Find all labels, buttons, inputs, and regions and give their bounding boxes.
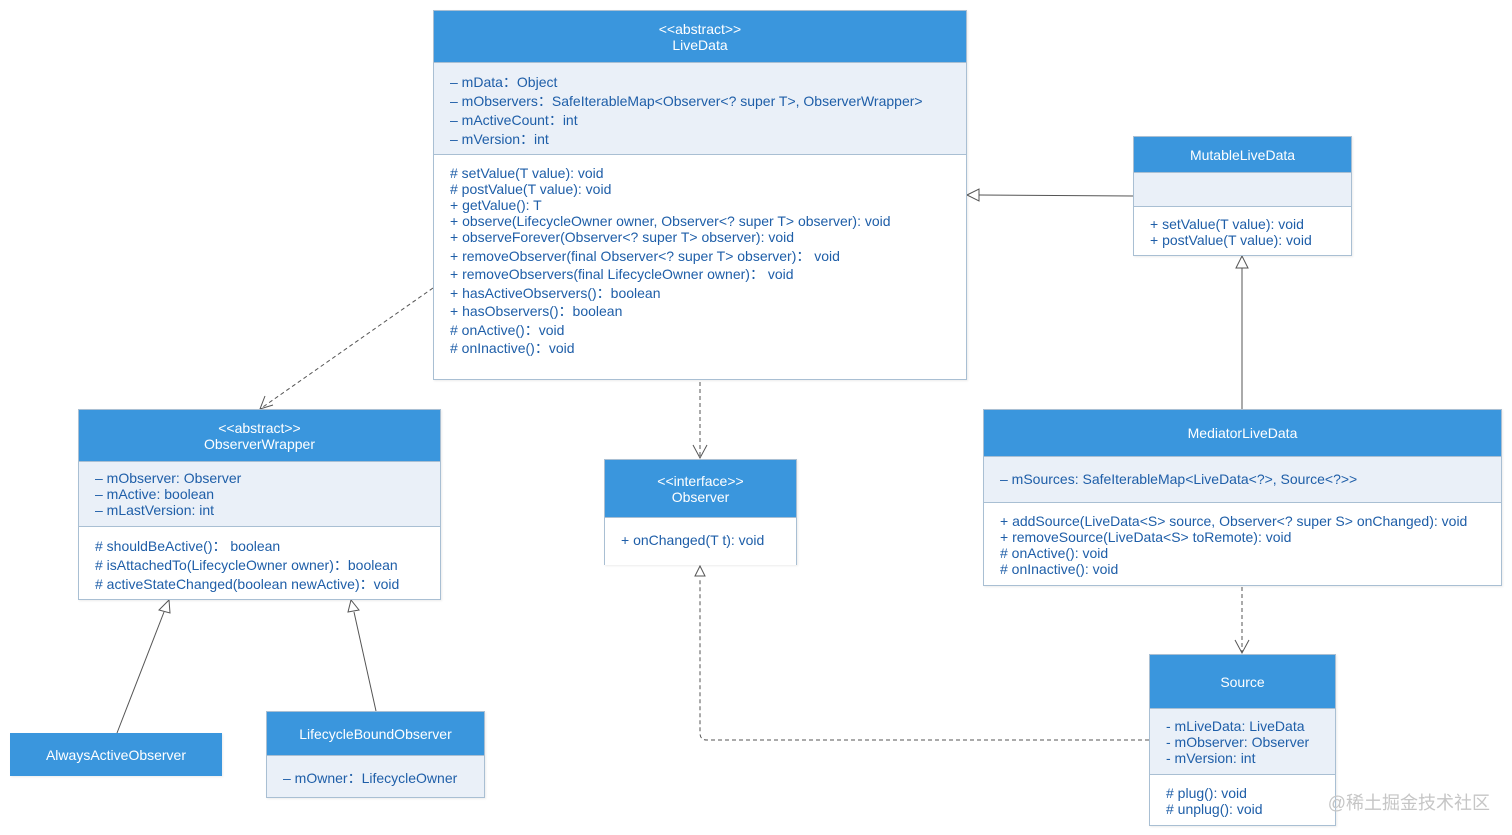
class-name: ObserverWrapper (203, 435, 315, 452)
class-name: MediatorLiveData (1187, 425, 1298, 441)
class-name: LifecycleBoundObserver (299, 725, 452, 742)
attribute: – mActive: boolean (95, 486, 215, 502)
edge-livedata-to-wrapper (259, 287, 434, 410)
class-mediatorlivedata[interactable]: MediatorLiveData – mSources: SafeIterabl… (983, 409, 1502, 586)
class-header: Source (1150, 655, 1335, 708)
operation: # onInactive()：void (450, 340, 575, 356)
class-stereotype: <<interface>> (657, 472, 744, 489)
watermark: @稀土掘金技术社区 (1327, 793, 1490, 813)
class-header: AlwaysActiveObserver (11, 734, 221, 775)
edge-mutable-extends-livedata (965, 188, 1134, 202)
operation: # shouldBeActive()： boolean (95, 538, 281, 554)
class-alwaysactiveobserver[interactable]: AlwaysActiveObserver (10, 733, 222, 776)
edge-mediator-to-source (1234, 587, 1250, 655)
operations-compartment: + setValue(T value): void + postValue(T … (1134, 206, 1351, 255)
class-header: MediatorLiveData (984, 410, 1501, 456)
class-mutablelivedata[interactable]: MutableLiveData + setValue(T value): voi… (1133, 136, 1352, 256)
attribute: – mLastVersion: int (95, 502, 215, 518)
class-observerwrapper[interactable]: <<abstract>> ObserverWrapper – mObserver… (78, 409, 441, 600)
operation: # onActive(): void (1000, 545, 1109, 561)
attributes-compartment: – mData：Object – mObservers：SafeIterable… (434, 62, 966, 154)
edge-lifecycle-extends-wrapper (347, 598, 377, 712)
class-header: MutableLiveData (1134, 137, 1351, 172)
operation: # postValue(T value): void (450, 181, 612, 197)
operation: # activeStateChanged(boolean newActive)：… (95, 576, 400, 592)
class-name: AlwaysActiveObserver (45, 746, 187, 763)
operation: # setValue(T value): void (450, 165, 604, 181)
operation: # unplug(): void (1166, 801, 1263, 817)
class-name: Observer (671, 488, 730, 505)
edge-always-extends-wrapper (116, 598, 171, 734)
operation: + observeForever(Observer<? super T> obs… (450, 229, 795, 245)
attribute: – mVersion：int (450, 131, 549, 147)
attribute: - mLiveData: LiveData (1166, 718, 1305, 734)
edge-livedata-to-observer (692, 382, 708, 460)
class-name: MutableLiveData (1189, 146, 1296, 163)
operation: + observe(LifecycleOwner owner, Observer… (450, 213, 891, 229)
class-header: <<interface>> Observer (605, 460, 796, 517)
attribute: - mVersion: int (1166, 750, 1256, 766)
attribute: – mObserver: Observer (95, 470, 242, 486)
attribute: – mObservers：SafeIterableMap<Observer<? … (450, 93, 923, 109)
operations-compartment: + addSource(LiveData<S> source, Observer… (984, 502, 1501, 585)
attributes-compartment: – mOwner：LifecycleOwner (267, 755, 484, 797)
operation: + onChanged(T t): void (621, 532, 765, 548)
operation: + setValue(T value): void (1150, 216, 1304, 232)
edge-source-implements-observer (694, 564, 1149, 741)
operation: + removeObservers(final LifecycleOwner o… (450, 266, 794, 282)
class-lifecycleboundobserver[interactable]: LifecycleBoundObserver – mOwner：Lifecycl… (266, 711, 485, 798)
class-observer[interactable]: <<interface>> Observer + onChanged(T t):… (604, 459, 797, 565)
attributes-compartment: – mObserver: Observer – mActive: boolean… (79, 461, 440, 526)
class-stereotype: <<abstract>> (658, 20, 742, 37)
operations-compartment: # setValue(T value): void # postValue(T … (434, 154, 966, 379)
operation: + removeObserver(final Observer<? super … (450, 248, 840, 264)
class-header: <<abstract>> LiveData (434, 11, 966, 62)
class-livedata[interactable]: <<abstract>> LiveData – mData：Object – m… (433, 10, 967, 380)
attribute: – mSources: SafeIterableMap<LiveData<?>,… (1000, 471, 1358, 487)
operation: + addSource(LiveData<S> source, Observer… (1000, 513, 1468, 529)
class-name: Source (1220, 673, 1265, 690)
edge-mediator-extends-mutable (1235, 254, 1249, 409)
attributes-compartment: – mSources: SafeIterableMap<LiveData<?>,… (984, 456, 1501, 502)
operation: + hasActiveObservers()：boolean (450, 285, 661, 301)
class-stereotype: <<abstract>> (218, 419, 301, 436)
operation: + postValue(T value): void (1150, 232, 1312, 248)
operation: # onActive()：void (450, 322, 565, 338)
attributes-compartment (1134, 172, 1351, 206)
operation: + removeSource(LiveData<S> toRemote): vo… (1000, 529, 1292, 545)
operations-compartment: # shouldBeActive()： boolean # isAttached… (79, 526, 440, 599)
attribute: – mData：Object (450, 74, 558, 90)
operation: # isAttachedTo(LifecycleOwner owner)：boo… (95, 557, 398, 573)
attribute: - mObserver: Observer (1166, 734, 1310, 750)
attributes-compartment: - mLiveData: LiveData - mObserver: Obser… (1150, 708, 1335, 774)
class-header: LifecycleBoundObserver (267, 712, 484, 755)
operation: # plug(): void (1166, 785, 1247, 801)
operation: # onInactive(): void (1000, 561, 1119, 577)
operation: + getValue(): T (450, 197, 542, 213)
attribute: – mActiveCount：int (450, 112, 578, 128)
class-header: <<abstract>> ObserverWrapper (79, 410, 440, 461)
operations-compartment: # plug(): void # unplug(): void (1150, 774, 1335, 825)
operation: + hasObservers()：boolean (450, 303, 623, 319)
attribute: – mOwner：LifecycleOwner (283, 770, 458, 786)
class-name: LiveData (672, 36, 728, 53)
operations-compartment: + onChanged(T t): void (605, 517, 796, 565)
class-source[interactable]: Source - mLiveData: LiveData - mObserver… (1149, 654, 1336, 826)
